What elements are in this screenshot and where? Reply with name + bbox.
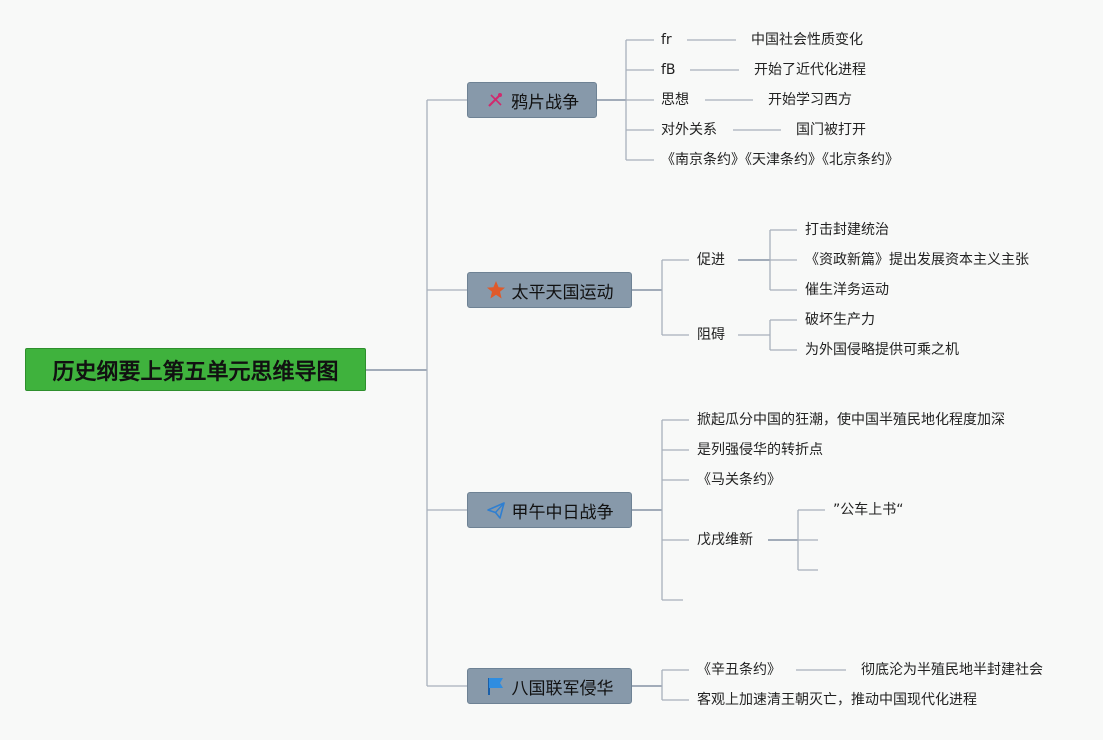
node-label[interactable]: fB <box>661 62 676 78</box>
node-value[interactable]: ”公车上书“ <box>833 502 904 518</box>
node-label[interactable]: 思想 <box>661 92 689 108</box>
branch-opium-war[interactable]: 鸦片战争 <box>467 82 597 118</box>
node-value[interactable]: 国门被打开 <box>796 122 866 138</box>
node-value[interactable]: 《资政新篇》提出发展资本主义主张 <box>805 252 1029 268</box>
tools-icon <box>485 90 505 110</box>
branch-title: 太平天国运动 <box>511 282 614 303</box>
node-label[interactable]: 对外关系 <box>661 122 717 138</box>
node-label[interactable]: 《辛丑条约》 <box>697 662 781 678</box>
paper-plane-icon <box>486 500 506 520</box>
node-value[interactable]: 打击封建统治 <box>805 222 889 238</box>
node-label[interactable]: 《南京条约》《天津条约》《北京条约》 <box>661 152 899 168</box>
node-label[interactable]: 阻碍 <box>697 327 725 343</box>
branch-title: 鸦片战争 <box>511 92 579 113</box>
node-value[interactable]: 中国社会性质变化 <box>751 32 863 48</box>
node-value[interactable]: 是列强侵华的转折点 <box>697 442 823 458</box>
branch-sino-japanese-war[interactable]: 甲午中日战争 <box>467 492 632 528</box>
branch-title: 八国联军侵华 <box>511 678 614 699</box>
node-value[interactable]: 为外国侵略提供可乘之机 <box>805 342 959 358</box>
node-label[interactable]: fr <box>661 32 672 48</box>
branch-title: 甲午中日战争 <box>511 502 614 523</box>
branch-eight-nation-alliance[interactable]: 八国联军侵华 <box>467 668 632 704</box>
branch-taiping[interactable]: 太平天国运动 <box>467 272 632 308</box>
node-label[interactable]: 促进 <box>697 252 725 268</box>
flag-icon <box>486 676 506 696</box>
node-label[interactable]: 戊戌维新 <box>697 532 753 548</box>
node-value[interactable]: 客观上加速清王朝灭亡，推动中国现代化进程 <box>697 692 977 708</box>
node-value[interactable]: 掀起瓜分中国的狂潮，使中国半殖民地化程度加深 <box>697 412 1005 428</box>
root-topic[interactable]: 历史纲要上第五单元思维导图 <box>25 348 366 391</box>
node-value[interactable]: 开始了近代化进程 <box>754 62 866 78</box>
node-value[interactable]: 开始学习西方 <box>768 92 852 108</box>
star-icon <box>486 280 506 300</box>
node-value[interactable]: 彻底沦为半殖民地半封建社会 <box>861 662 1043 678</box>
node-value[interactable]: 《马关条约》 <box>697 472 781 488</box>
node-value[interactable]: 破坏生产力 <box>805 312 875 328</box>
node-value[interactable]: 催生洋务运动 <box>805 282 889 298</box>
